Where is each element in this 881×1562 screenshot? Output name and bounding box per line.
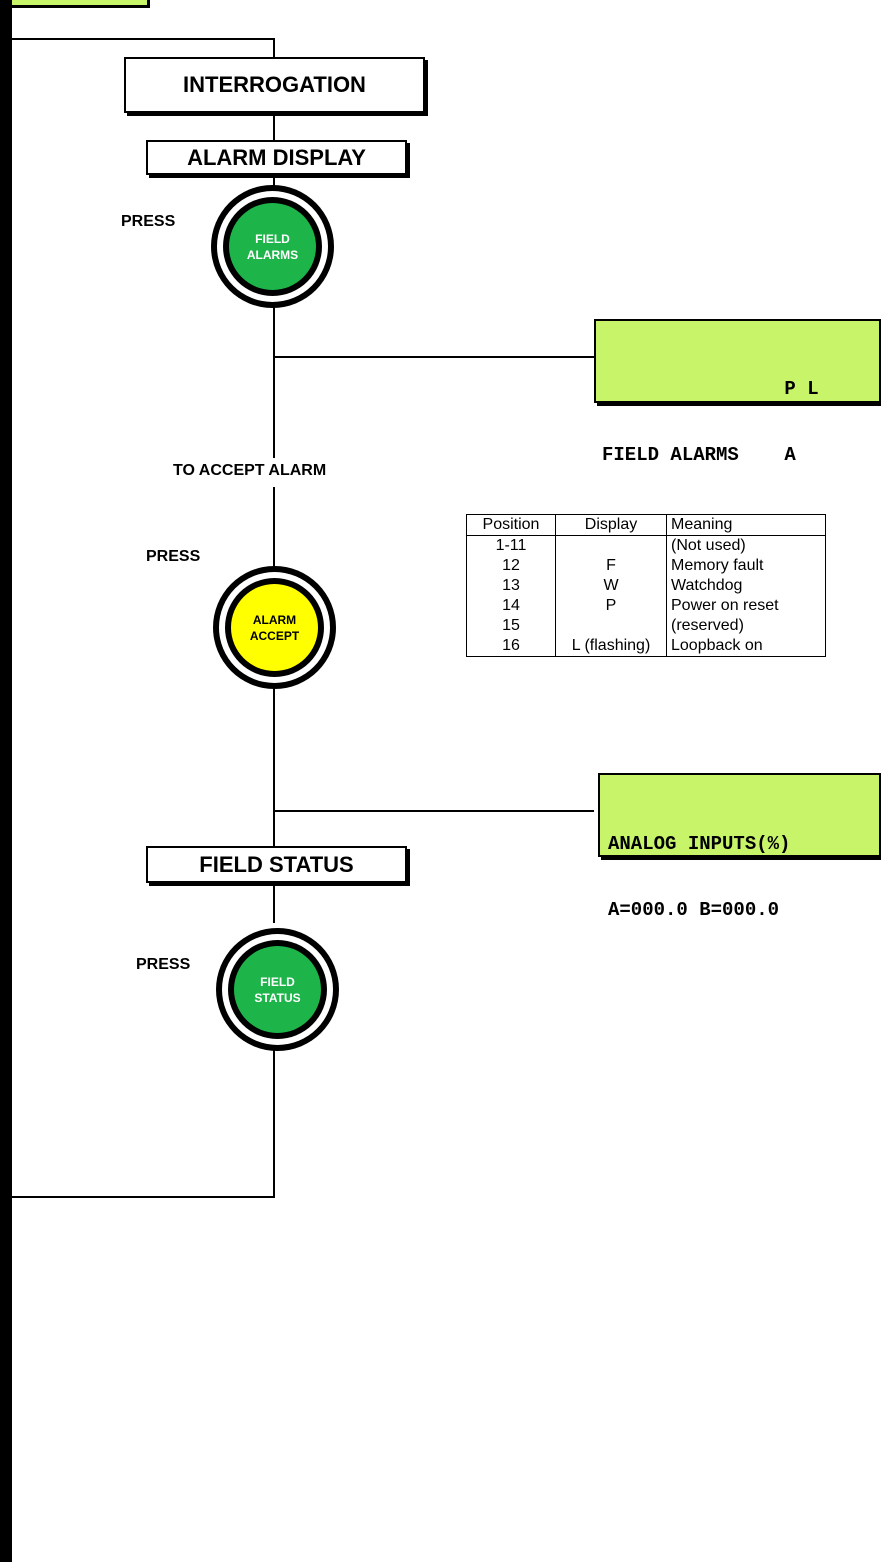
- button-label: FIELD: [255, 231, 290, 246]
- column-header: Display: [555, 514, 667, 536]
- table-cell: (reserved): [666, 616, 826, 636]
- press-label: PRESS: [136, 956, 191, 973]
- display-line: ANALOG INPUTS(%): [608, 833, 791, 855]
- table-cell: 13: [466, 576, 556, 596]
- table-cell: F: [555, 556, 667, 576]
- button-label: STATUS: [254, 990, 301, 1005]
- connector: [12, 1196, 275, 1198]
- top-menu-box: [0, 0, 150, 8]
- connector: [273, 681, 275, 846]
- column-header: Position: [466, 514, 556, 536]
- button-label: ALARMS: [246, 247, 299, 262]
- main-bus-line: [0, 0, 12, 1562]
- press-label: PRESS: [121, 213, 176, 230]
- table-cell: W: [555, 576, 667, 596]
- table-cell: Watchdog: [666, 576, 826, 596]
- table-cell: 15: [466, 616, 556, 636]
- table-cell: Power on reset: [666, 596, 826, 616]
- display-line: P L: [602, 378, 819, 400]
- field-alarms-display: P L FIELD ALARMS A: [594, 319, 881, 466]
- table-cell: 12: [466, 556, 556, 576]
- to-accept-alarm-label: TO ACCEPT ALARM: [173, 462, 327, 479]
- table-row: 16 L (flashing) Loopback on: [466, 636, 826, 657]
- connector: [273, 885, 275, 923]
- table-cell: 16: [466, 636, 556, 657]
- press-label: PRESS: [146, 548, 201, 565]
- display-line: A=000.0 B=000.0: [608, 899, 780, 921]
- table-cell: Loopback on: [666, 636, 826, 657]
- table-cell: [555, 535, 667, 556]
- connector: [273, 116, 275, 142]
- table-cell: 14: [466, 596, 556, 616]
- connector: [273, 1050, 275, 1198]
- field-status-box: FIELD STATUS: [146, 846, 407, 883]
- alarm-position-table: Position Display Meaning 1-11 (Not used)…: [466, 514, 826, 657]
- table-cell: (Not used): [666, 535, 826, 556]
- field-status-button[interactable]: FIELD STATUS: [216, 928, 339, 1051]
- alarm-accept-button[interactable]: ALARM ACCEPT: [213, 566, 336, 689]
- interrogation-title: INTERROGATION: [183, 72, 366, 97]
- analog-inputs-display: ANALOG INPUTS(%) A=000.0 B=000.0: [598, 773, 881, 921]
- alarm-display-title: ALARM DISPLAY: [187, 144, 366, 170]
- connector: [273, 38, 275, 59]
- table-header-row: Position Display Meaning: [466, 514, 826, 536]
- table-row: 1-11 (Not used): [466, 535, 826, 556]
- table-row: 14 P Power on reset: [466, 596, 826, 616]
- display-line: FIELD ALARMS A: [602, 444, 796, 466]
- table-row: 15 (reserved): [466, 616, 826, 636]
- table-row: 13 W Watchdog: [466, 576, 826, 596]
- column-header: Meaning: [666, 514, 826, 536]
- field-alarms-button[interactable]: FIELD ALARMS: [211, 185, 334, 308]
- table-cell: P: [555, 596, 667, 616]
- interrogation-box: INTERROGATION: [124, 57, 425, 113]
- table-cell: [555, 616, 667, 636]
- alarm-display-box: ALARM DISPLAY: [146, 140, 407, 175]
- table-cell: L (flashing): [555, 636, 667, 657]
- connector: [273, 487, 275, 572]
- button-label: ALARM: [252, 612, 297, 627]
- button-label: FIELD: [260, 974, 295, 989]
- table-cell: 1-11: [466, 535, 556, 556]
- connector: [12, 38, 274, 40]
- table-cell: Memory fault: [666, 556, 826, 576]
- table-row: 12 F Memory fault: [466, 556, 826, 576]
- button-label: ACCEPT: [249, 628, 300, 643]
- field-status-title: FIELD STATUS: [199, 851, 354, 877]
- connector: [273, 356, 594, 358]
- connector: [273, 810, 594, 812]
- connector: [273, 305, 275, 458]
